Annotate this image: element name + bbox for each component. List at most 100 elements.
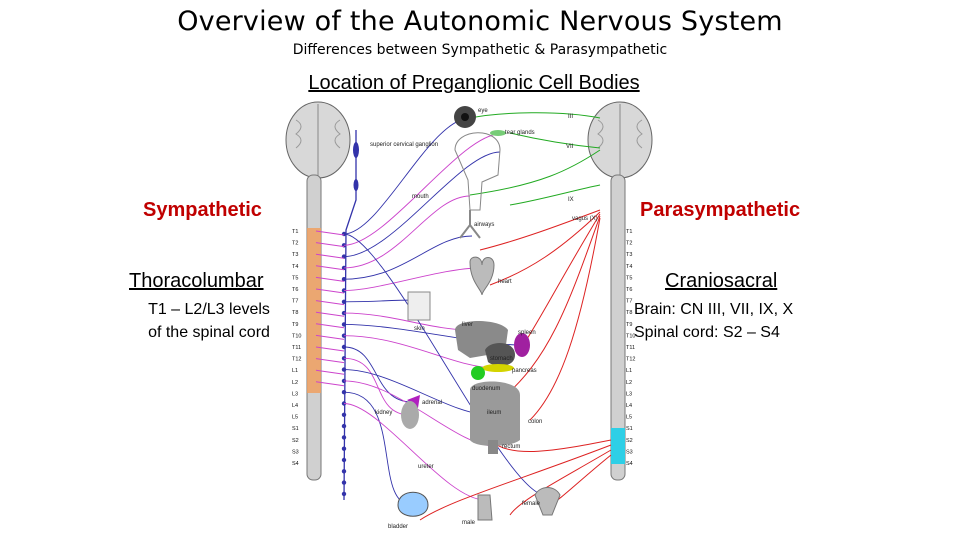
parasympathetic-fibers <box>419 112 612 521</box>
right-brain <box>587 101 653 179</box>
preganglionic-fiber <box>315 288 345 294</box>
preganglionic-fiber <box>315 265 345 271</box>
left-vertebra-label: T12 <box>292 357 301 363</box>
left-vertebra-label: L4 <box>292 403 298 409</box>
label-pancreas: pancreas <box>512 368 537 374</box>
sympathetic-label: Sympathetic <box>143 199 262 221</box>
page-subtitle: Differences between Sympathetic & Parasy… <box>292 42 668 58</box>
preganglionic-fiber <box>315 346 345 352</box>
label-colon: colon <box>528 419 542 425</box>
organ-labels: eye tear glands superior cervical gangli… <box>370 108 598 530</box>
label-ureter: ureter <box>418 464 434 470</box>
left-vertebra-label: T3 <box>292 252 298 258</box>
label-male: male <box>462 520 476 526</box>
right-sacral-segments <box>611 428 625 464</box>
label-adrenal: adrenal <box>422 400 442 406</box>
preganglionic-fiber <box>315 253 345 259</box>
label-liver: liver <box>462 322 473 328</box>
preganglionic-fiber <box>315 276 345 282</box>
organ-intestines <box>470 381 520 446</box>
left-vertebra-label: L3 <box>292 391 298 397</box>
right-vertebra-labels: T1T2T3T4T5T6T7T8T9T10T11T12L1L2L3L4L5S1S… <box>626 229 635 467</box>
left-vertebra-label: L5 <box>292 415 298 421</box>
sympathetic-chain <box>343 130 359 501</box>
label-stomach: stomach <box>490 356 513 362</box>
left-vertebra-label: T1 <box>292 229 298 235</box>
preganglionic-fiber <box>315 334 345 340</box>
right-vertebra-label: S3 <box>626 449 633 455</box>
organ-pancreas <box>482 364 514 372</box>
left-vertebra-label: T5 <box>292 275 298 281</box>
right-vertebra-label: T12 <box>626 357 635 363</box>
chain-ganglion <box>341 446 347 451</box>
organ-head <box>454 132 501 211</box>
label-kidney: kidney <box>375 410 392 416</box>
left-vertebra-label: T4 <box>292 264 298 270</box>
preganglionic-fiber <box>315 311 345 317</box>
left-vertebra-label: S3 <box>292 449 299 455</box>
left-brain <box>285 101 351 179</box>
right-vertebra-label: L5 <box>626 415 632 421</box>
preganglionic-fiber <box>315 300 345 306</box>
left-vertebra-label: T8 <box>292 310 298 316</box>
label-vagus: vagus (X) <box>572 216 598 222</box>
sympathetic-detail-line: of the spinal cord <box>148 324 270 341</box>
left-vertebra-label: L1 <box>292 368 298 374</box>
chain-ganglion <box>341 457 347 463</box>
right-vertebra-label: S4 <box>626 461 633 467</box>
left-vertebra-label: L2 <box>292 380 298 386</box>
right-vertebra-label: L2 <box>626 380 632 386</box>
label-spleen: spleen <box>518 330 536 336</box>
right-vertebra-label: T7 <box>626 299 632 305</box>
label-ileum: ileum <box>487 410 501 416</box>
location-heading: Location of Preganglionic Cell Bodies <box>308 72 640 94</box>
right-vertebra-label: L4 <box>626 403 632 409</box>
left-vertebra-label: T6 <box>292 287 298 293</box>
postganglionic-fiber <box>343 357 411 416</box>
left-vertebra-label: S1 <box>292 426 299 432</box>
preganglionic-fiber <box>315 369 345 375</box>
organ-tear-glands <box>490 130 506 136</box>
postganglionic-fiber <box>343 346 413 403</box>
right-vertebra-label: T8 <box>626 310 632 316</box>
organ-duodenum <box>471 366 485 380</box>
chain-ganglion <box>341 480 347 485</box>
organ-rectum <box>488 440 498 454</box>
postganglionic-fiber <box>343 233 546 496</box>
organ-airways <box>459 210 481 239</box>
organ-male <box>477 494 493 521</box>
postganglionic-fiber <box>343 151 501 258</box>
right-vertebra-label: T5 <box>626 275 632 281</box>
parasympathetic-origin-detail: Brain: CN III, VII, IX, X Spinal cord: S… <box>634 298 834 344</box>
parasympathetic-detail-line: Spinal cord: S2 – S4 <box>634 324 780 341</box>
label-female: female <box>522 501 541 507</box>
organ-skin <box>407 291 431 321</box>
label-cn-ix: IX <box>568 197 574 203</box>
chain-ganglion <box>341 469 347 474</box>
preganglionic-fiber <box>315 381 345 387</box>
right-vertebra-label: T10 <box>626 333 635 339</box>
organ-heart <box>469 256 495 296</box>
postganglionic-fiber <box>343 195 471 269</box>
preganglionic-fiber <box>315 230 345 236</box>
chain-ganglion <box>341 423 347 429</box>
sympathetic-detail-line: T1 – L2/L3 levels <box>148 301 270 318</box>
label-airways: airways <box>474 222 494 228</box>
right-vertebra-label: T2 <box>626 241 632 247</box>
right-vertebra-label: T11 <box>626 345 635 351</box>
postganglionic-fiber <box>343 133 501 246</box>
sympathetic-origin-detail: T1 – L2/L3 levels of the spinal cord <box>128 298 290 344</box>
chain-ganglion <box>341 491 347 497</box>
organ-adrenal <box>407 395 420 408</box>
left-sympathetic-segments <box>307 228 321 393</box>
left-vertebra-label: S4 <box>292 461 299 467</box>
label-superior-cervical-ganglion: superior cervical ganglion <box>370 142 438 148</box>
label-cn-vii: VII <box>566 144 574 150</box>
organ-kidney <box>401 401 419 429</box>
organ-eye <box>454 106 476 128</box>
right-vertebra-label: T3 <box>626 252 632 258</box>
right-vertebra-label: T9 <box>626 322 632 328</box>
preganglionic-fiber <box>315 242 345 248</box>
thoracolumbar-label: Thoracolumbar <box>127 270 266 293</box>
label-duodenum: duodenum <box>472 386 500 392</box>
